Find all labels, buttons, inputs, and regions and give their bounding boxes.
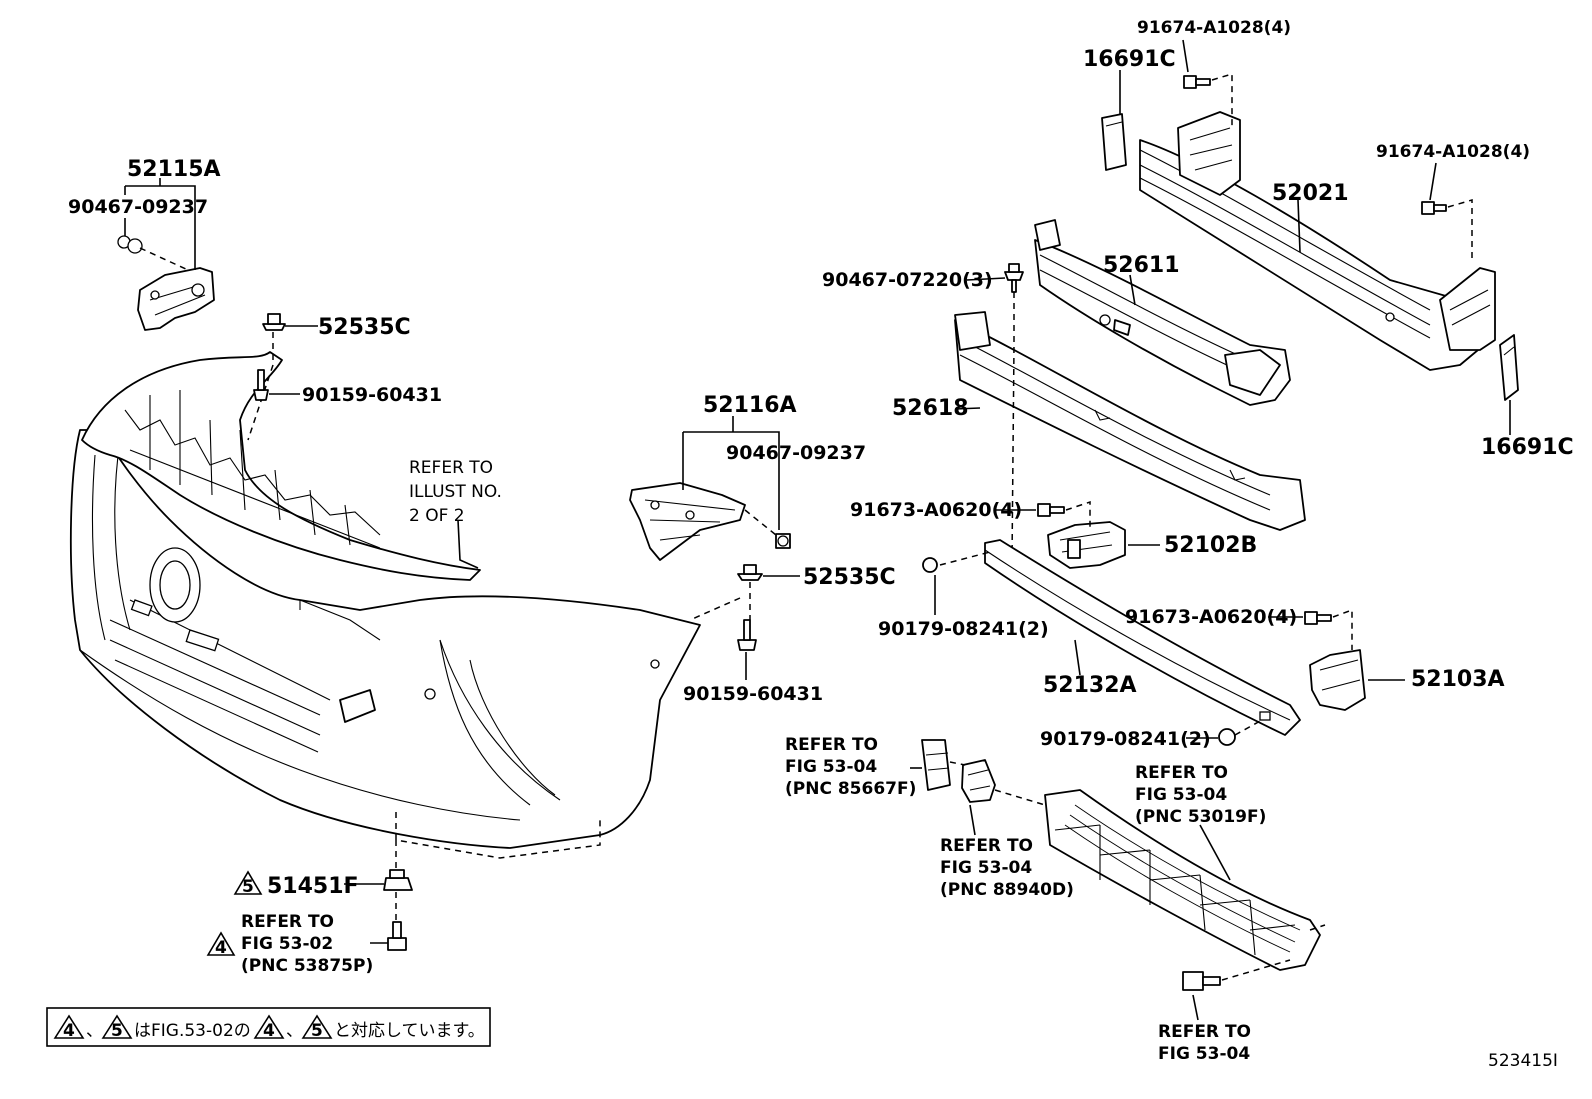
svg-text:(PNC 53019F): (PNC 53019F) [1135, 807, 1266, 827]
bracket-52103a [1309, 649, 1366, 711]
svg-text:FIG 53-02: FIG 53-02 [241, 934, 333, 954]
svg-text:REFER TO: REFER TO [940, 836, 1033, 856]
beam-52132a [984, 539, 1301, 736]
label-90159-left: 90159-60431 [302, 384, 442, 406]
svg-text:ILLUST NO.: ILLUST NO. [409, 482, 502, 502]
screw-53875p [387, 921, 407, 951]
absorber-52611 [1034, 219, 1291, 406]
refer-fig-53-04-53019f: REFER TO FIG 53-04 (PNC 53019F) [1135, 763, 1266, 827]
svg-text:、: 、 [86, 1021, 103, 1041]
label-52611: 52611 [1103, 253, 1180, 278]
svg-text:(PNC 88940D): (PNC 88940D) [940, 880, 1074, 900]
drawing-number: 523415I [1488, 1051, 1558, 1071]
pad-16691c-right [1499, 334, 1519, 401]
svg-text:4: 4 [63, 1021, 75, 1041]
bolt-91674-right [1421, 201, 1447, 215]
label-52132a: 52132A [1043, 673, 1137, 698]
label-52103a: 52103A [1411, 667, 1505, 692]
svg-text:、: 、 [286, 1021, 303, 1041]
label-90467-09237-right: 90467-09237 [726, 442, 866, 464]
pad-16691c-top [1101, 113, 1127, 171]
footnote-box: 4 、 5 はFIG.53-02の 4 、 5 と対応しています。 [46, 1007, 491, 1047]
label-52102b: 52102B [1164, 533, 1257, 558]
label-52535c-right: 52535C [803, 565, 896, 590]
label-90179-a: 90179-08241(2) [878, 618, 1049, 640]
label-52535c-left: 52535C [318, 315, 411, 340]
bolt-91673-a [1037, 503, 1065, 517]
bolt-bottom [1182, 971, 1221, 991]
label-90467-09237-left: 90467-09237 [68, 196, 208, 218]
refer-fig-53-02: REFER TO FIG 53-02 (PNC 53875P) [241, 912, 373, 976]
bumper-cover [69, 429, 701, 849]
svg-text:4: 4 [215, 938, 227, 958]
refer-fig-53-04-bottom: REFER TO FIG 53-04 [1158, 1022, 1251, 1064]
svg-text:REFER TO: REFER TO [1158, 1022, 1251, 1042]
svg-text:2 OF 2: 2 OF 2 [409, 506, 465, 526]
svg-text:FIG 53-04: FIG 53-04 [1135, 785, 1227, 805]
svg-text:REFER TO: REFER TO [241, 912, 334, 932]
label-52115a: 52115A [127, 157, 221, 182]
svg-text:5: 5 [311, 1021, 323, 1041]
label-91674-top: 91674-A1028(4) [1137, 18, 1291, 38]
label-52116a: 52116A [703, 393, 797, 418]
svg-text:と対応しています。: と対応しています。 [334, 1021, 485, 1041]
marker-triangle-4: 4 [206, 931, 236, 958]
svg-text:4: 4 [263, 1021, 275, 1041]
svg-text:5: 5 [242, 877, 254, 897]
label-16691c-top: 16691C [1083, 47, 1176, 72]
bolt-91673-b [1304, 611, 1332, 625]
svg-text:FIG 53-04: FIG 53-04 [1158, 1044, 1250, 1064]
svg-text:5: 5 [111, 1021, 123, 1041]
label-52618: 52618 [892, 396, 969, 421]
bracket-52115a [137, 267, 215, 331]
nut-90179-a [922, 557, 938, 573]
refer-fig-53-04-88940d: REFER TO FIG 53-04 (PNC 88940D) [940, 836, 1074, 900]
label-16691c-right: 16691C [1481, 435, 1574, 460]
svg-text:(PNC 85667F): (PNC 85667F) [785, 779, 916, 799]
leader-lines [124, 39, 1511, 1021]
marker-triangle-5: 5 [233, 870, 263, 897]
refer-fig-53-04-85667f: REFER TO FIG 53-04 (PNC 85667F) [785, 735, 916, 799]
label-91674-right: 91674-A1028(4) [1376, 142, 1530, 162]
svg-text:FIG 53-04: FIG 53-04 [785, 757, 877, 777]
svg-text:(PNC 53875P): (PNC 53875P) [241, 956, 373, 976]
svg-text:REFER TO: REFER TO [409, 458, 493, 478]
clip-90467-09237-left [117, 235, 143, 254]
nut-90179-b [1218, 728, 1236, 746]
screw-90159-left [253, 369, 269, 401]
bracket-52102b [1047, 521, 1126, 569]
label-90159-right: 90159-60431 [683, 683, 823, 705]
label-91673-b: 91673-A0620(4) [1125, 606, 1297, 628]
bracket-52116a [629, 482, 746, 561]
label-51451f: 51451F [267, 874, 359, 899]
clip-51451f [383, 869, 413, 891]
reinforcement-52021 [1139, 111, 1496, 371]
bracket-85667f [921, 739, 951, 791]
nut-52535c-left [262, 313, 286, 331]
svg-text:REFER TO: REFER TO [785, 735, 878, 755]
label-90179-b: 90179-08241(2) [1040, 728, 1211, 750]
refer-illust-2of2: REFER TO ILLUST NO. 2 OF 2 [409, 458, 502, 526]
svg-text:はFIG.53-02の: はFIG.53-02の [134, 1021, 251, 1041]
bracket-88940d [961, 759, 996, 803]
label-52021: 52021 [1272, 181, 1349, 206]
screw-90159-right [737, 619, 757, 651]
clip-90467-09237-right [775, 533, 791, 549]
absorber-52618 [954, 311, 1306, 531]
label-91673-a: 91673-A0620(4) [850, 499, 1022, 521]
clip-90467-07220 [1004, 263, 1024, 293]
label-90467-07220: 90467-07220(3) [822, 269, 993, 291]
lower-grille-support [1044, 789, 1321, 971]
nut-52535c-right [737, 564, 763, 581]
svg-text:FIG 53-04: FIG 53-04 [940, 858, 1032, 878]
upper-retainer [81, 351, 481, 581]
svg-text:REFER TO: REFER TO [1135, 763, 1228, 783]
bolt-91674-top [1183, 75, 1211, 89]
